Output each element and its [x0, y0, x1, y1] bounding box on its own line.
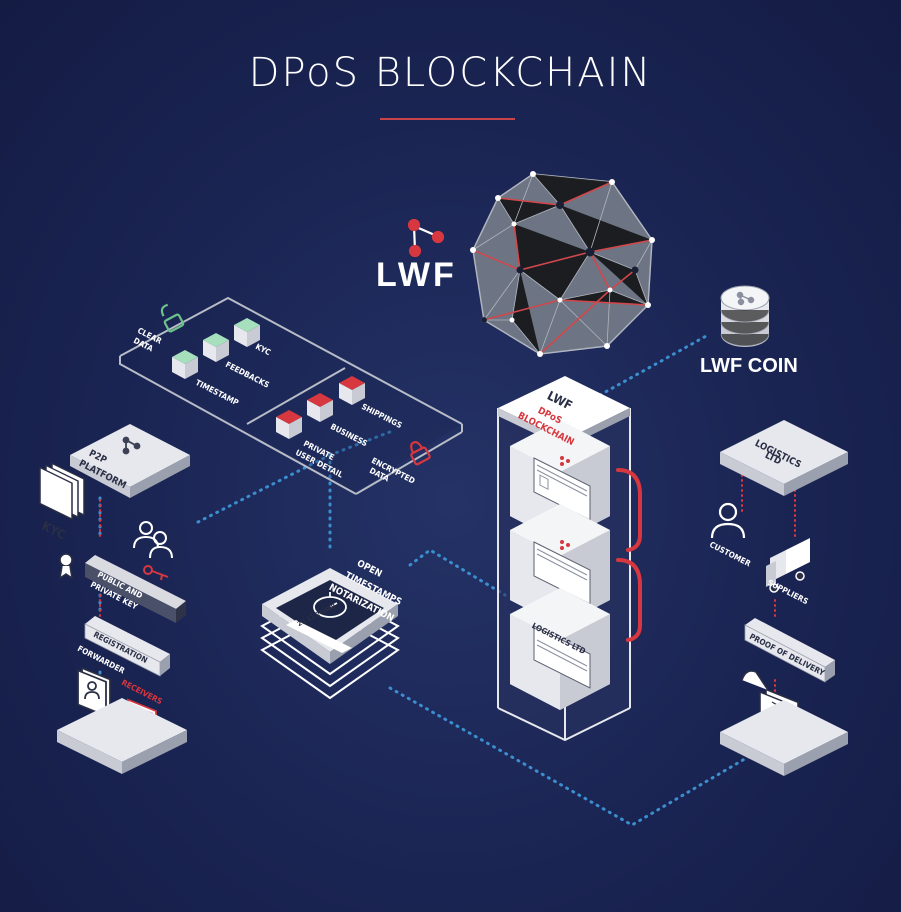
- block-logo-icons: [560, 456, 570, 550]
- green-cube-timestamp: [172, 350, 198, 379]
- unlocked-padlock-icon: [160, 303, 185, 333]
- key-label-card: [85, 555, 186, 623]
- bottom-right-platform: [720, 700, 848, 776]
- block-2: [510, 504, 610, 626]
- page-title: DPoS BLOCKCHAIN: [248, 50, 653, 96]
- bottom-left-platform: [57, 698, 187, 774]
- stopwatch-icon: [313, 592, 347, 618]
- coin-label: LWF COIN: [700, 355, 798, 377]
- kyc-documents: [39, 462, 85, 580]
- forwarder-book-icon: [77, 666, 111, 718]
- network-sphere: [470, 171, 655, 357]
- p2p-platform: [70, 424, 190, 498]
- logistics-platform: [720, 420, 848, 496]
- share-logo-icon: [407, 218, 445, 258]
- title-underline: [380, 118, 515, 120]
- red-cube-private-user: [276, 410, 302, 439]
- coin-stack-icon: [720, 285, 770, 347]
- green-cube-kyc: [234, 318, 260, 347]
- delivery-truck-icon: [766, 538, 810, 593]
- brand-logo-text: LWF: [376, 256, 457, 294]
- timestamps-stack: [260, 568, 400, 700]
- blockchain-tower: [497, 376, 642, 742]
- green-cube-feedbacks: [203, 333, 229, 362]
- red-cube-shippings: [339, 376, 365, 405]
- registration-card: [84, 616, 170, 677]
- red-cube-business: [307, 393, 333, 422]
- users-key-icon: [133, 521, 173, 559]
- locked-padlock-icon: [410, 441, 431, 466]
- block-3: [510, 588, 610, 710]
- left-red-connectors: [99, 469, 796, 701]
- data-panel: [118, 296, 463, 495]
- key-icon: [143, 565, 169, 581]
- customer-icon: [710, 502, 746, 539]
- proof-of-delivery-card: [744, 618, 835, 683]
